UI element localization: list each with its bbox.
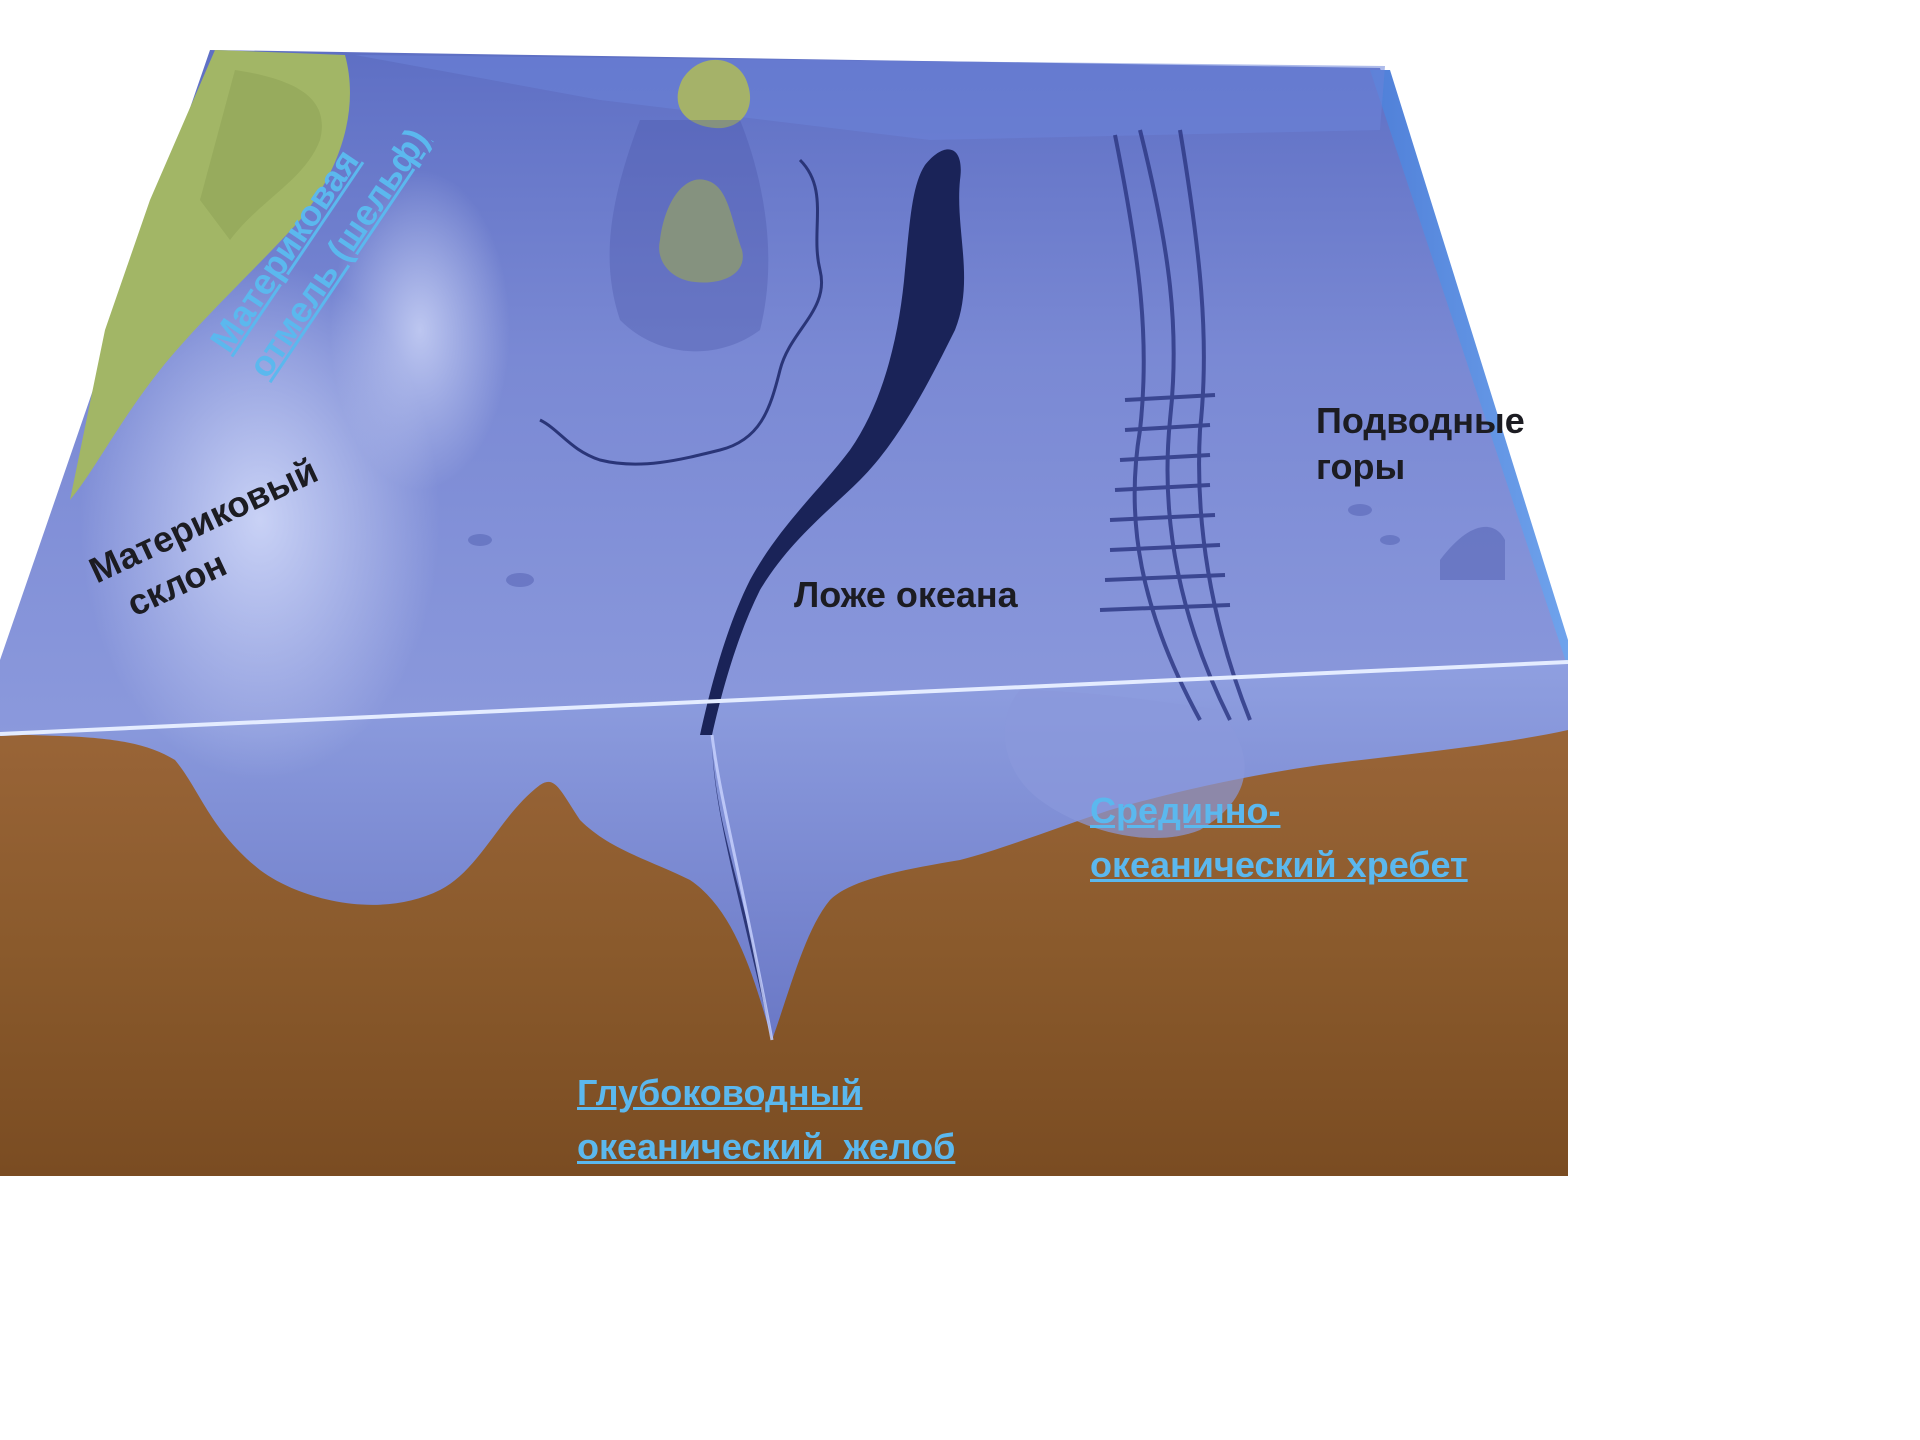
label-seamounts-line1: Подводные — [1316, 398, 1525, 444]
label-ocean-floor: Ложе океана — [794, 572, 1018, 618]
label-mid-ocean-ridge-line1[interactable]: Срединно- — [1090, 784, 1468, 838]
label-deep-sea-trench-line1[interactable]: Глубоководный — [577, 1066, 955, 1120]
label-seamounts-line2: горы — [1316, 444, 1525, 490]
label-mid-ocean-ridge-line2[interactable]: океанический хребет — [1090, 838, 1468, 892]
label-deep-sea-trench[interactable]: Глубоководный океанический желоб — [577, 1066, 955, 1174]
label-seamounts: Подводные горы — [1316, 398, 1525, 490]
label-deep-sea-trench-line2[interactable]: океанический желоб — [577, 1120, 955, 1174]
label-ocean-floor-line1: Ложе океана — [794, 572, 1018, 618]
label-mid-ocean-ridge[interactable]: Срединно- океанический хребет — [1090, 784, 1468, 892]
ocean-floor-diagram — [0, 0, 1568, 1176]
